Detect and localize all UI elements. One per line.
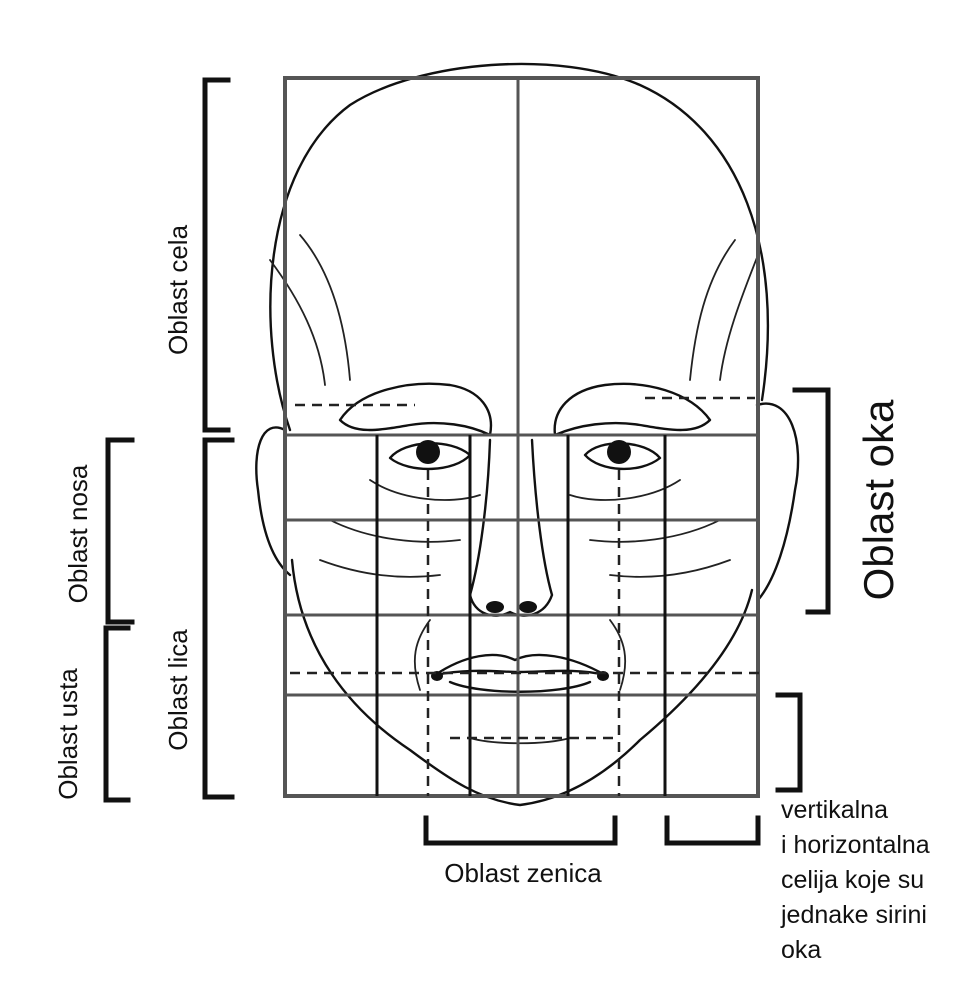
jaw-outline <box>290 558 754 807</box>
left-temple <box>299 234 351 381</box>
right-ear <box>755 402 800 602</box>
cell-note-line: celija koje su <box>781 866 924 894</box>
right-eye <box>583 440 662 471</box>
cell-note: vertikalna i horizontalna celija koje su… <box>780 796 930 964</box>
eye-area-label: Oblast oka <box>855 399 902 600</box>
cell-note-line: i horizontalna <box>781 831 930 859</box>
mouth-bracket <box>103 625 131 803</box>
pupil-area-label: Oblast zenica <box>444 858 602 888</box>
left-eye <box>388 440 472 471</box>
labels: Oblast cela Oblast nosa Oblast usta Obla… <box>53 224 930 964</box>
proportion-grid <box>283 76 760 798</box>
forehead-area-label: Oblast cela <box>163 224 193 355</box>
left-ear <box>255 426 292 577</box>
right-brow <box>553 382 712 437</box>
cell-bracket <box>775 692 803 793</box>
right-temple <box>689 239 736 381</box>
nose-area-label: Oblast nosa <box>63 464 93 603</box>
face-area-label: Oblast lica <box>163 629 193 751</box>
nose-sketch <box>468 438 554 617</box>
face-bracket <box>202 437 235 800</box>
forehead-bracket <box>202 77 231 433</box>
eye-bracket <box>792 387 831 615</box>
nose-bracket <box>105 437 135 625</box>
brackets <box>103 77 831 846</box>
mouth-area-label: Oblast usta <box>53 668 83 800</box>
left-brow <box>338 382 493 437</box>
cell-note-line: oka <box>781 936 821 964</box>
head-sketch <box>255 62 800 807</box>
pupil-bracket <box>423 815 618 846</box>
cranium-outline <box>269 62 770 432</box>
cell-width-bracket <box>664 815 761 846</box>
cell-note-line: vertikalna <box>781 796 888 824</box>
cell-note-line: jednake sirini <box>780 901 927 929</box>
grid-outer-frame <box>283 76 760 798</box>
